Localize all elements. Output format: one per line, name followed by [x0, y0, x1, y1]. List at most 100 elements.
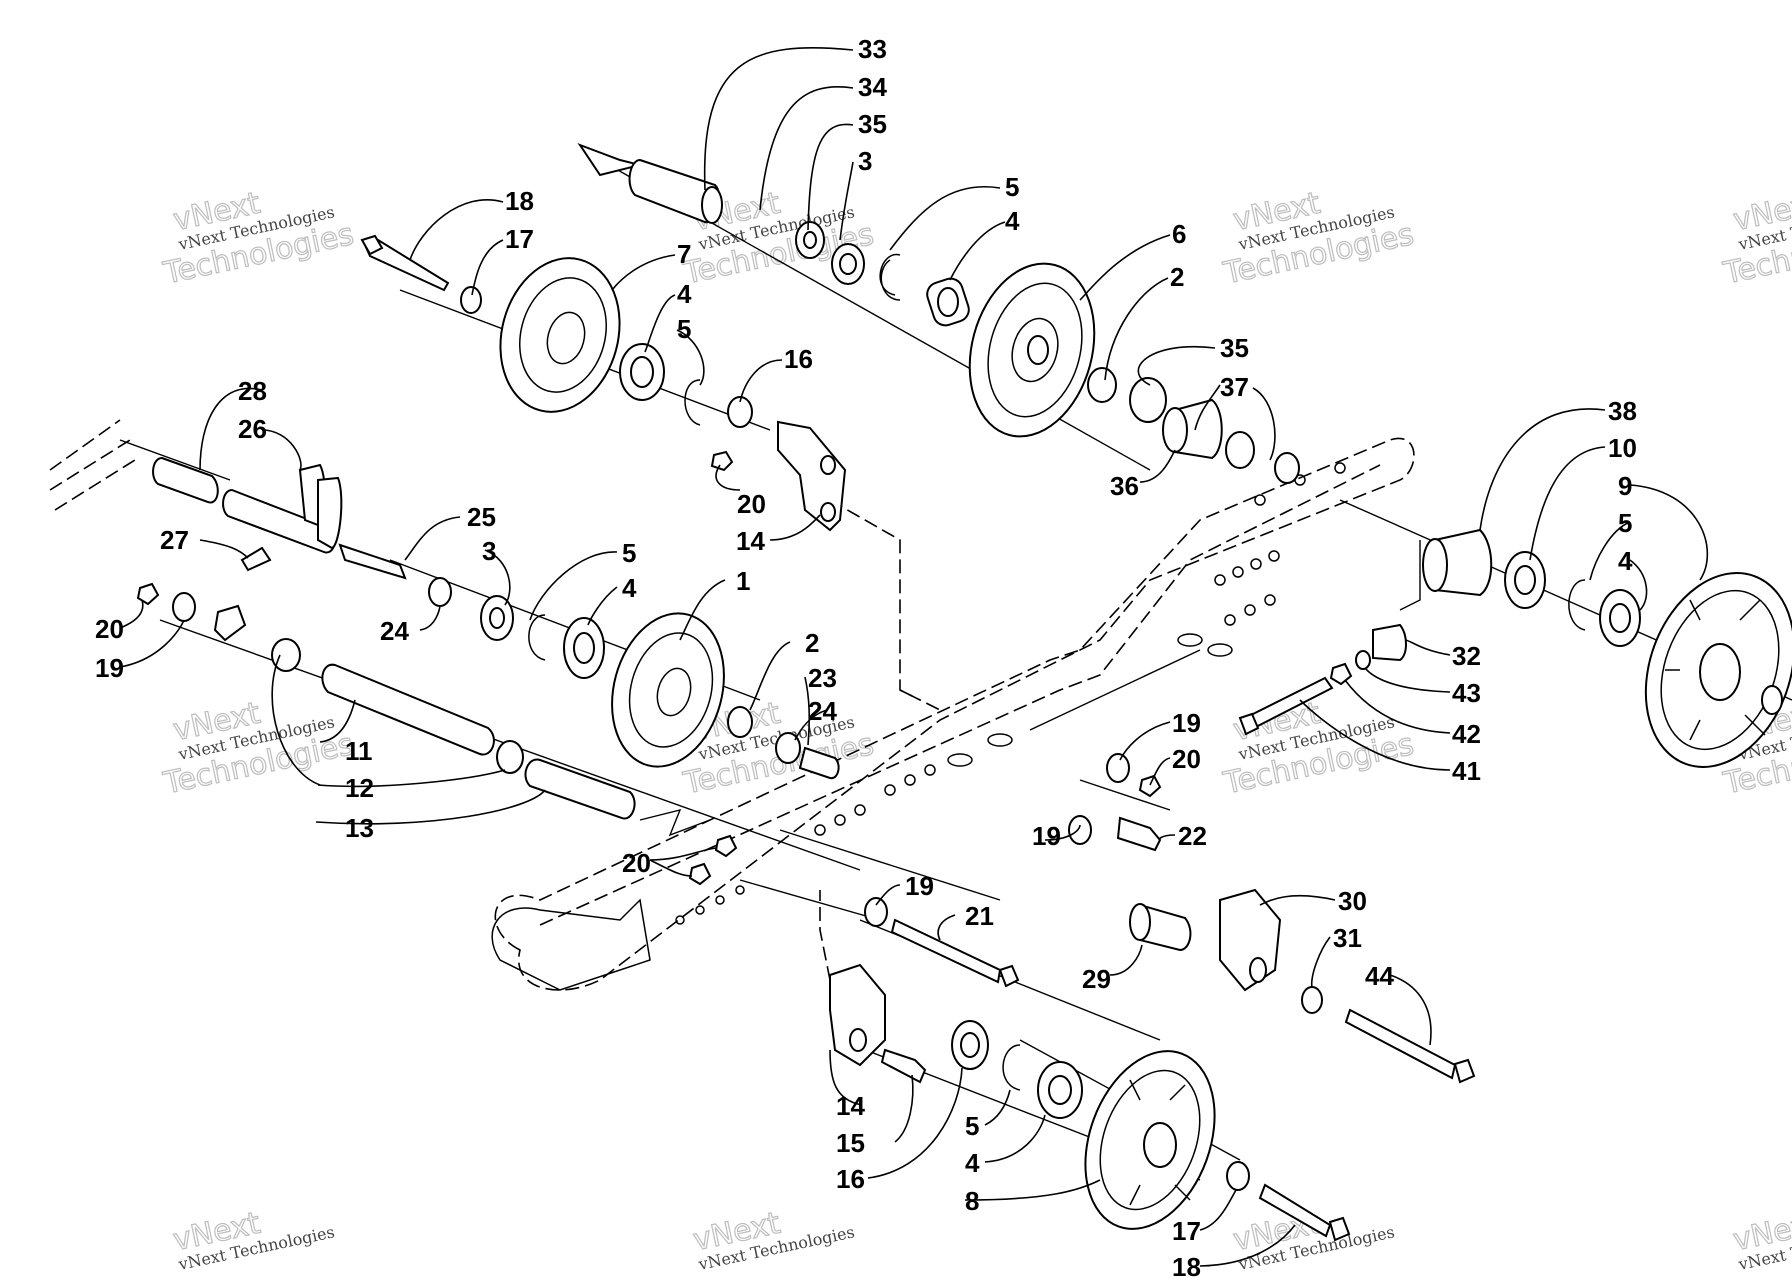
callout-2: 2 [805, 628, 819, 658]
callout-4: 4 [1005, 206, 1020, 236]
callout-37: 37 [1220, 372, 1249, 402]
bolt-18 [1258, 1183, 1332, 1238]
nut-20 [714, 834, 738, 858]
callout-17: 17 [505, 224, 534, 254]
callout-35: 35 [1220, 333, 1249, 363]
callout-21: 21 [965, 901, 994, 931]
callout-16: 16 [836, 1164, 865, 1194]
middle-left-assembly [136, 456, 840, 820]
washer-12 [271, 638, 301, 672]
callout-19: 19 [1032, 821, 1061, 851]
callout-32: 32 [1452, 641, 1481, 671]
spacer-32 [1372, 623, 1407, 662]
nut-20 [1138, 774, 1162, 798]
callout-13: 13 [345, 813, 374, 843]
callout-28: 28 [238, 376, 267, 406]
callout-19: 19 [905, 871, 934, 901]
callout-9: 9 [1618, 471, 1632, 501]
callout-10: 10 [1608, 433, 1637, 463]
callout-20: 20 [737, 489, 766, 519]
watermark: vNext vNext Technologies [170, 1205, 337, 1274]
snap-ring [528, 614, 546, 661]
callout-20: 20 [95, 614, 124, 644]
watermark: vNext vNext Technologies Technologies [159, 185, 357, 292]
callout-4: 4 [677, 279, 692, 309]
washer-31 [1301, 986, 1323, 1014]
bushing-29 [1139, 903, 1192, 952]
callout-41: 41 [1452, 756, 1481, 786]
watermark: vNext vNext Technologies [1230, 1205, 1397, 1274]
callout-33: 33 [858, 34, 887, 64]
nut-42 [1329, 662, 1353, 686]
callout-1: 1 [736, 566, 750, 596]
snap-ring [684, 379, 701, 426]
idler-wheel-6 [968, 262, 1096, 438]
callout-14: 14 [736, 526, 765, 556]
callout-7: 7 [677, 239, 691, 269]
snap-ring [879, 254, 901, 301]
callout-18: 18 [505, 186, 534, 216]
nut-20 [688, 862, 712, 886]
callout-17: 17 [1172, 1216, 1201, 1246]
callout-20: 20 [622, 848, 651, 878]
callout-2: 2 [1170, 262, 1184, 292]
callout-3: 3 [482, 536, 496, 566]
watermark: vNext vNext Technologies Technologies [1219, 185, 1417, 292]
idler-wheel-7 [499, 257, 621, 413]
cam-block [213, 604, 247, 642]
callout-23: 23 [808, 663, 837, 693]
bolt-15 [880, 1048, 927, 1084]
callout-4: 4 [622, 573, 637, 603]
bracket-14-lower [829, 963, 886, 1067]
idler-wheel-1 [611, 612, 725, 768]
upper-shaft-assembly [577, 142, 1300, 484]
washer-16 [727, 396, 753, 428]
callout-5: 5 [965, 1111, 979, 1141]
callout-36: 36 [1110, 471, 1139, 501]
callout-31: 31 [1333, 923, 1362, 953]
grease-fitting-27 [240, 546, 272, 572]
callout-38: 38 [1608, 396, 1637, 426]
washer-43 [1355, 650, 1371, 670]
washer-17 [460, 286, 482, 314]
tube-11 [321, 663, 495, 756]
callout-5: 5 [622, 538, 636, 568]
callout-20: 20 [1172, 744, 1201, 774]
watermark: vNext vNext Technologies [1730, 1205, 1792, 1274]
washer-19 [864, 897, 888, 927]
spacer-36 [1174, 398, 1223, 460]
bolt-21 [890, 918, 1002, 984]
callout-4: 4 [1618, 546, 1633, 576]
snap-ring [1002, 1044, 1021, 1091]
callout-16: 16 [784, 344, 813, 374]
callout-3: 3 [858, 146, 872, 176]
watermark: vNext vNext Technologies Technologies [1719, 185, 1792, 292]
lower-wheel-8 [1084, 1050, 1216, 1230]
callout-4: 4 [965, 1148, 980, 1178]
upper-left-wheel-assembly [360, 234, 847, 532]
shaft-25 [338, 543, 407, 580]
callout-22: 22 [1178, 821, 1207, 851]
callout-30: 30 [1338, 886, 1367, 916]
callout-5: 5 [677, 314, 691, 344]
spacer-38 [1434, 528, 1493, 597]
callout-43: 43 [1452, 678, 1481, 708]
nut-20 [136, 582, 160, 606]
washer-19 [172, 592, 196, 622]
callout-25: 25 [467, 502, 496, 532]
callout-35: 35 [858, 109, 887, 139]
middle-right-assembly [1068, 528, 1792, 852]
callout-5: 5 [1005, 172, 1019, 202]
callout-26: 26 [238, 414, 267, 444]
washer-17 [1226, 1161, 1250, 1191]
snap-ring [1568, 579, 1586, 631]
callout-15: 15 [836, 1128, 865, 1158]
callout-29: 29 [1082, 964, 1111, 994]
callout-18: 18 [1172, 1252, 1201, 1280]
callout-27: 27 [160, 525, 189, 555]
callout-6: 6 [1172, 219, 1186, 249]
callout-42: 42 [1452, 719, 1481, 749]
callout-8: 8 [965, 1186, 979, 1216]
bolt-44 [1344, 1008, 1457, 1080]
